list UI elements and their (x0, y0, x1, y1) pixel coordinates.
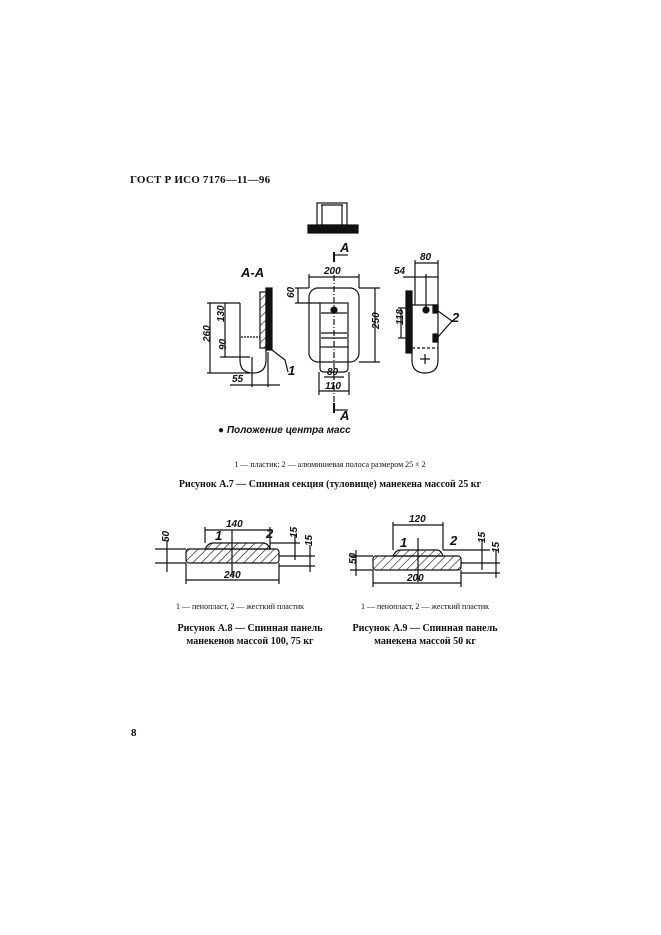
a9-callout-1: 1 (400, 535, 407, 550)
a9-legend: 1 — пенопласт, 2 — жесткий пластик (360, 602, 490, 611)
dim-top-band: 60 (286, 286, 297, 298)
fig-a7-section-view (207, 287, 289, 387)
a9-dim-height: 50 (348, 552, 359, 564)
dim-inner-width: 80 (327, 367, 339, 378)
fig-a7-front-view (295, 252, 380, 413)
dim-side-offset: 55 (232, 374, 244, 385)
a8-dim-bottom: 240 (223, 570, 241, 581)
section-marker-bottom: А (339, 408, 349, 423)
a9-dim-layer2: 15 (491, 541, 502, 553)
fig-a7-top-view (307, 202, 359, 234)
fig-a7-right-view (398, 260, 453, 374)
a9-dim-layer1: 15 (477, 531, 488, 543)
a9-dim-bottom: 200 (406, 573, 424, 584)
center-of-mass-note: ● Положение центра масс (218, 425, 351, 436)
dim-side-upper: 130 (216, 305, 227, 322)
dim-right-width: 80 (420, 252, 432, 263)
a9-callout-2: 2 (449, 533, 458, 548)
dim-side-total: 260 (202, 325, 213, 343)
a8-dim-top: 140 (226, 519, 243, 530)
fig-a9-drawing (350, 522, 500, 587)
a9-caption: Рисунок А.9 — Спинная панель манекена ма… (352, 623, 498, 647)
dim-bottom-width: 110 (325, 381, 341, 392)
page-number: 8 (131, 727, 137, 739)
callout-2: 2 (451, 310, 460, 325)
a8-dim-height: 50 (161, 530, 172, 542)
dim-height-total: 250 (371, 312, 382, 330)
a8-legend: 1 — пенопласт, 2 — жесткий пластик (175, 602, 305, 611)
document-header: ГОСТ Р ИСО 7176—11—96 (130, 174, 271, 186)
dim-right-height: 118 (395, 309, 406, 325)
a7-legend: 1 — пластик; 2 — алюминиевая полоса разм… (234, 460, 426, 469)
a8-caption: Рисунок А.8 — Спинная панель манекенов м… (177, 623, 323, 647)
a7-caption: Рисунок А.7 — Спинная секция (туловище) … (178, 479, 482, 490)
dim-right-offset: 54 (394, 266, 406, 277)
center-of-mass-dot-icon: ● (218, 425, 225, 436)
callout-1: 1 (288, 363, 295, 378)
a8-callout-1: 1 (215, 528, 222, 543)
a9-dim-top: 120 (409, 514, 426, 525)
fig-a8-drawing (155, 527, 315, 584)
a8-callout-2: 2 (265, 526, 274, 541)
a8-dim-layer1: 15 (289, 526, 300, 538)
a8-dim-layer2: 15 (304, 534, 315, 546)
dim-side-lower: 90 (218, 338, 229, 350)
section-marker-top: А (339, 240, 349, 255)
section-label: А-А (240, 265, 264, 280)
dim-width-top: 200 (323, 266, 341, 277)
